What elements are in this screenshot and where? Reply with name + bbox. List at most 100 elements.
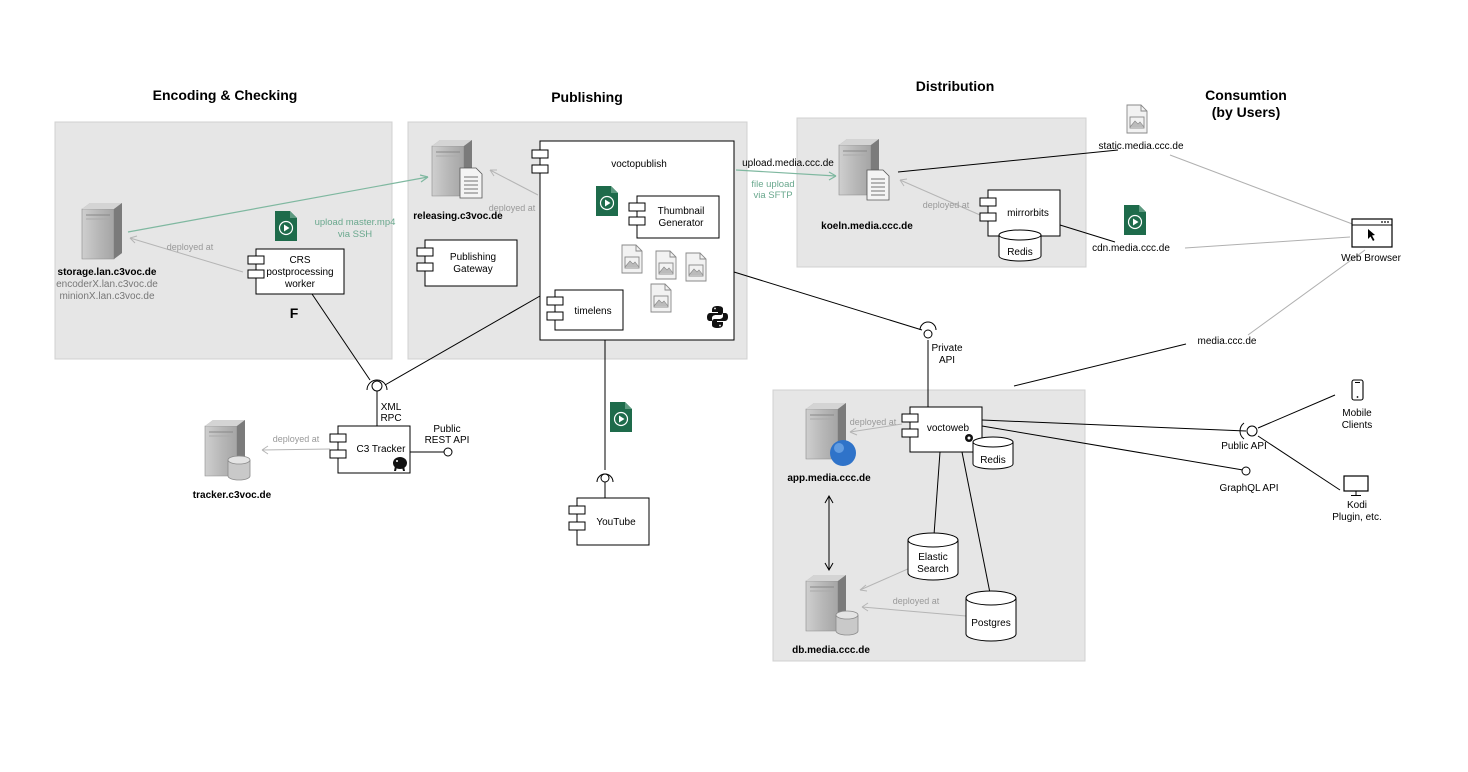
deploy-elastic-line (859, 567, 911, 591)
crs-label-3: worker (284, 279, 316, 290)
thumbnail-image-file-icon (655, 250, 677, 280)
youtube-component[interactable]: YouTube (568, 497, 650, 546)
web-browser-label: Web Browser (1341, 253, 1402, 264)
deployed-at-label: deployed at (167, 242, 214, 252)
releasing-server-label: releasing.c3voc.de (413, 211, 503, 222)
encoder-server-label: encoderX.lan.c3voc.de (56, 279, 158, 290)
section-title-consumption-sub: (by Users) (1212, 104, 1280, 120)
redis-label: Redis (980, 455, 1006, 466)
redis-db[interactable]: Redis (998, 229, 1042, 262)
deployed-at-label: deployed at (850, 417, 897, 427)
kodi-label: Kodi (1347, 500, 1367, 511)
timelens-component[interactable]: timelens (546, 289, 624, 331)
thumbnail-image-file-icon (650, 283, 672, 313)
timelens-label: timelens (574, 306, 611, 317)
publishing-gateway-component[interactable]: Publishing Gateway (416, 239, 518, 287)
arrowhead (859, 584, 868, 592)
cdn-video-file-icon (1123, 204, 1147, 236)
voctoweb-component[interactable]: voctoweb (901, 406, 983, 453)
file-upload-label: file upload (751, 179, 794, 190)
crs-worker-component[interactable]: CRS postprocessing worker (247, 248, 345, 295)
redis-db[interactable]: Redis (972, 436, 1014, 470)
timelens-xmlrpc-line (384, 295, 541, 386)
private-api-socket[interactable] (919, 321, 937, 339)
upload-master-label: upload master.mp4 (315, 217, 396, 228)
mirrorbits-label: mirrorbits (1007, 208, 1049, 219)
xml-rpc-socket[interactable] (366, 379, 388, 392)
public-api-socket[interactable] (1239, 422, 1258, 440)
koeln-doc-icon (866, 169, 890, 201)
mirrorbits-component[interactable]: mirrorbits (979, 189, 1061, 237)
deploy-voctoweb-line (849, 423, 903, 433)
arrowhead (899, 178, 908, 187)
elastic-label: Elastic (918, 552, 947, 563)
db-cylinder-icon (835, 610, 859, 636)
media-ccc-label: media.ccc.de (1198, 336, 1257, 347)
media-zone-line (1013, 343, 1187, 387)
youtube-socket[interactable] (596, 473, 614, 483)
thumbnail-label: Thumbnail (658, 206, 705, 217)
deployed-at-label: deployed at (489, 203, 536, 213)
postgres-db[interactable]: Postgres (965, 590, 1017, 642)
upload-master-line (127, 176, 429, 233)
web-browser-icon (1351, 218, 1393, 248)
arrowhead (261, 445, 269, 455)
deploy-postgres-line (861, 606, 967, 617)
deploy-mirrorbits-line (899, 179, 981, 216)
youtube-video-file-icon (609, 401, 633, 433)
xml-rpc-label: XML (381, 402, 402, 413)
koeln-static-line (897, 149, 1119, 173)
graphql-api-label: GraphQL API (1219, 483, 1278, 494)
c3-tracker-component[interactable]: C3 Tracker (329, 425, 411, 474)
upload-media-label: upload.media.ccc.de (742, 158, 834, 169)
arrowhead (129, 235, 138, 244)
deployed-at-label: deployed at (273, 434, 320, 444)
voctopublish-video-file-icon (595, 185, 619, 217)
mobile-clients-label: Mobile (1342, 408, 1372, 419)
tracker-db-icon (227, 455, 251, 481)
file-upload-label-2: via SFTP (753, 190, 792, 201)
mobile-phone-icon (1351, 379, 1364, 401)
arrowhead (419, 174, 429, 183)
graphql-api-port[interactable] (1241, 466, 1251, 476)
crs-xmlrpc-line (311, 293, 371, 381)
mobile-clients-label-2: Clients (1342, 420, 1373, 431)
arrowhead (489, 169, 497, 177)
f-letter-label: F (290, 305, 299, 321)
arrowhead (824, 562, 834, 572)
thumbnail-image-file-icon (685, 252, 707, 282)
gateway-label-2: Gateway (453, 264, 492, 275)
section-title-distribution: Distribution (916, 78, 995, 94)
static-media-label: static.media.ccc.de (1098, 141, 1183, 152)
public-rest-api-port[interactable] (443, 447, 453, 457)
thumbnail-image-file-icon (621, 244, 643, 274)
thumbnail-generator-component[interactable]: Thumbnail Generator (628, 195, 720, 239)
c3-tracker-label: C3 Tracker (357, 444, 407, 455)
voctoweb-label: voctoweb (927, 423, 970, 434)
section-title-encoding: Encoding & Checking (153, 87, 298, 103)
private-api-label: Private (931, 343, 963, 354)
koeln-server-label: koeln.media.ccc.de (821, 221, 913, 232)
deploy-crs-line (129, 237, 244, 273)
elastic-search-db[interactable]: Elastic Search (907, 532, 959, 581)
static-browser-line (1169, 154, 1356, 226)
mirrorbits-cdn-line (1059, 224, 1116, 243)
upload-media-line (735, 169, 837, 177)
public-api-kodi-line (1257, 435, 1341, 491)
voctopublish-label: voctopublish (611, 159, 667, 170)
voctopublish-private-api-line (733, 271, 923, 331)
deploy-voctopublish-line (489, 169, 539, 196)
deploy-tracker-line (261, 448, 331, 451)
redis-label: Redis (1007, 247, 1033, 258)
minion-server-label: minionX.lan.c3voc.de (59, 291, 154, 302)
storage-server-icon (81, 202, 123, 260)
elastic-label-2: Search (917, 564, 949, 575)
crs-label: CRS (289, 255, 310, 266)
public-api-mobile-line (1257, 394, 1336, 429)
deployed-at-label: deployed at (923, 200, 970, 210)
cdn-media-label: cdn.media.ccc.de (1092, 243, 1170, 254)
storage-server-label: storage.lan.c3voc.de (58, 267, 157, 278)
arrowhead (849, 427, 858, 436)
voctoweb-elastic-line (933, 451, 941, 536)
